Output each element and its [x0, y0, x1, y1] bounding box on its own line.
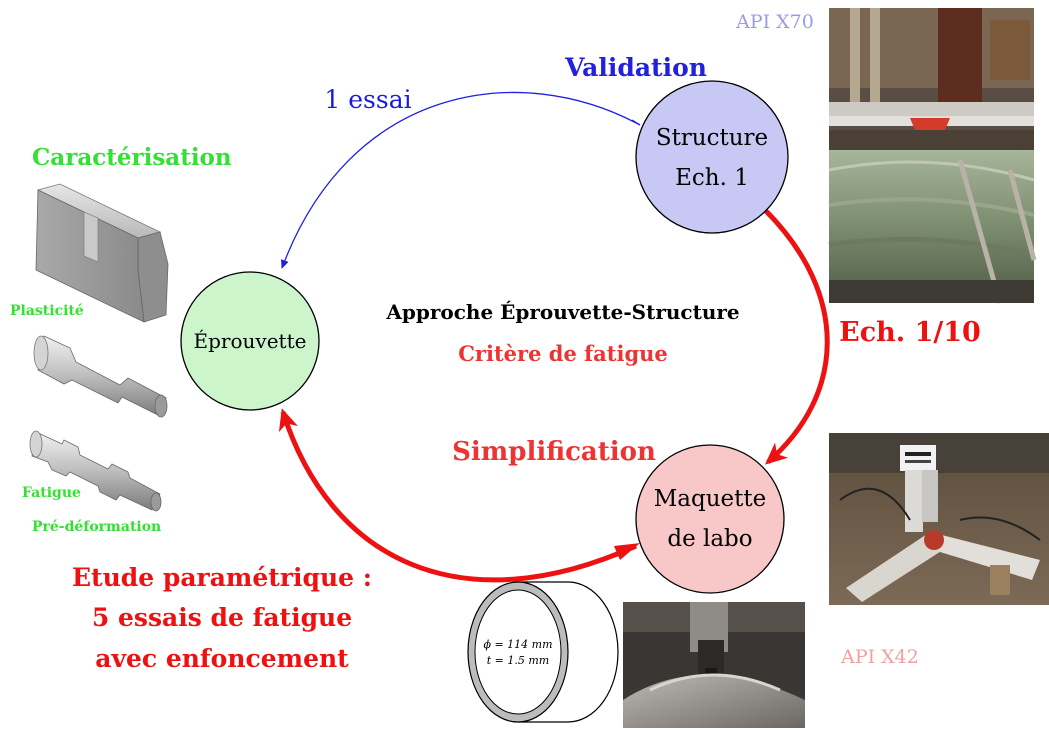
- maquette-label-line1: Maquette: [654, 486, 767, 512]
- study-label-line1: Etude paramétrique :: [72, 563, 372, 592]
- tube-diameter-label: ϕ = 114 mm: [483, 638, 552, 651]
- fatigue-specimen-illustration: [29, 430, 162, 512]
- maquette-label-line2: de labo: [667, 526, 752, 552]
- one-test-label: 1 essai: [324, 85, 411, 114]
- scale-label: Ech. 1/10: [839, 317, 981, 348]
- study-arrow-head-start: [614, 543, 640, 560]
- validation-arrow-start: [631, 119, 641, 126]
- plasticity-label: Plasticité: [10, 303, 84, 319]
- tube-thickness-label: t = 1.5 mm: [487, 654, 549, 667]
- tube-inner-wall: [474, 589, 562, 715]
- structure-label-line2: Ech. 1: [675, 165, 749, 191]
- study-arrow: [278, 408, 638, 583]
- validation-arrow: [281, 91, 641, 269]
- tensile-specimen-illustration: [33, 335, 168, 418]
- tube-drawing: ϕ = 114 mm t = 1.5 mm: [467, 581, 619, 723]
- structure-photo: [828, 8, 1037, 304]
- scale-arrow: [763, 208, 830, 465]
- approach-title: Approche Éprouvette-Structure: [385, 300, 739, 324]
- eprouvette-label: Éprouvette: [194, 329, 307, 353]
- eprouvette-circle: [180, 271, 320, 411]
- indentation-photo: [623, 602, 805, 728]
- plasticity-specimen-illustration: [35, 183, 169, 323]
- study-label-line3: avec enfoncement: [95, 644, 349, 673]
- node-maquette: Maquette de labo: [635, 444, 785, 594]
- structure-caption: API X70: [735, 11, 814, 33]
- maquette-circle: [635, 444, 785, 594]
- node-structure: Structure Ech. 1: [635, 80, 789, 234]
- fatigue-criterion: Critère de fatigue: [458, 341, 668, 366]
- structure-circle: [635, 80, 789, 234]
- structure-label-line1: Structure: [656, 125, 768, 151]
- characterisation-heading: Caractérisation: [32, 144, 232, 171]
- simplification-label: Simplification: [452, 437, 656, 467]
- fatigue-specimen-label: Fatigue: [22, 485, 81, 501]
- node-eprouvette: Éprouvette: [180, 271, 320, 411]
- maquette-photo: [829, 433, 1049, 605]
- maquette-caption: API X42: [840, 646, 919, 668]
- validation-label: Validation: [564, 53, 707, 82]
- predeformation-label: Pré-déformation: [32, 519, 161, 535]
- study-label-line2: 5 essais de fatigue: [92, 603, 352, 632]
